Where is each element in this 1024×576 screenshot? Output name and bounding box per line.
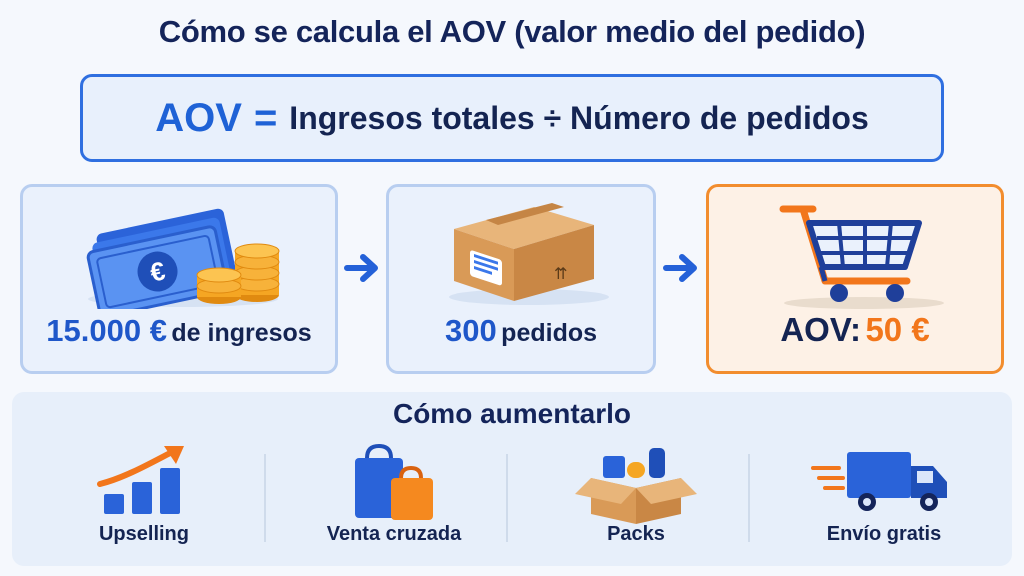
aov-value: 50 € [865, 311, 930, 348]
arrow-right-icon [344, 254, 378, 282]
svg-text:⇈: ⇈ [554, 264, 567, 283]
shopping-bags-icon [355, 444, 433, 520]
page-title: Cómo se calcula el AOV (valor medio del … [158, 14, 866, 49]
box-icon: ⇈ [449, 203, 609, 305]
free-shipping-label: Envío gratis [826, 523, 942, 545]
open-box-icon [575, 448, 697, 524]
orders-value: 300 [444, 313, 497, 348]
free-shipping-item: Envío gratis [764, 440, 1004, 560]
revenue-card: € 15.000 € de ingresos [20, 184, 338, 374]
formula-expression: Ingresos totales ÷ Número de pedidos [289, 99, 869, 136]
formula-aov: AOV [155, 95, 242, 140]
cross-selling-item: Venta cruzada [274, 440, 514, 560]
packs-label: Packs [607, 523, 665, 545]
section-title: Cómo aumentarlo [392, 398, 632, 429]
orders-label: pedidos [501, 319, 598, 347]
packs-item: Packs [516, 440, 756, 560]
upselling-item: Upselling [24, 440, 264, 560]
delivery-truck-icon [811, 452, 947, 511]
svg-text:€: € [147, 255, 167, 287]
aov-result-card: AOV: 50 € [706, 184, 1004, 374]
divider [506, 454, 508, 542]
revenue-label: de ingresos [171, 319, 312, 347]
formula-equals: = [253, 95, 278, 140]
aov-label: AOV: [780, 311, 861, 348]
orders-card: ⇈ 300 pedidos [386, 184, 656, 374]
divider [264, 454, 266, 542]
shopping-cart-icon [779, 205, 944, 309]
divider [748, 454, 750, 542]
formula-box: AOV = Ingresos totales ÷ Número de pedid… [80, 74, 944, 162]
growth-chart-icon [97, 446, 184, 514]
revenue-value: 15.000 € [46, 313, 167, 348]
money-coins-icon: € [86, 208, 280, 309]
increase-section: Cómo aumentarlo Upselling Venta cruzada [12, 392, 1012, 566]
arrow-right-icon [663, 254, 697, 282]
cross-selling-label: Venta cruzada [326, 523, 462, 545]
upselling-label: Upselling [98, 523, 189, 545]
